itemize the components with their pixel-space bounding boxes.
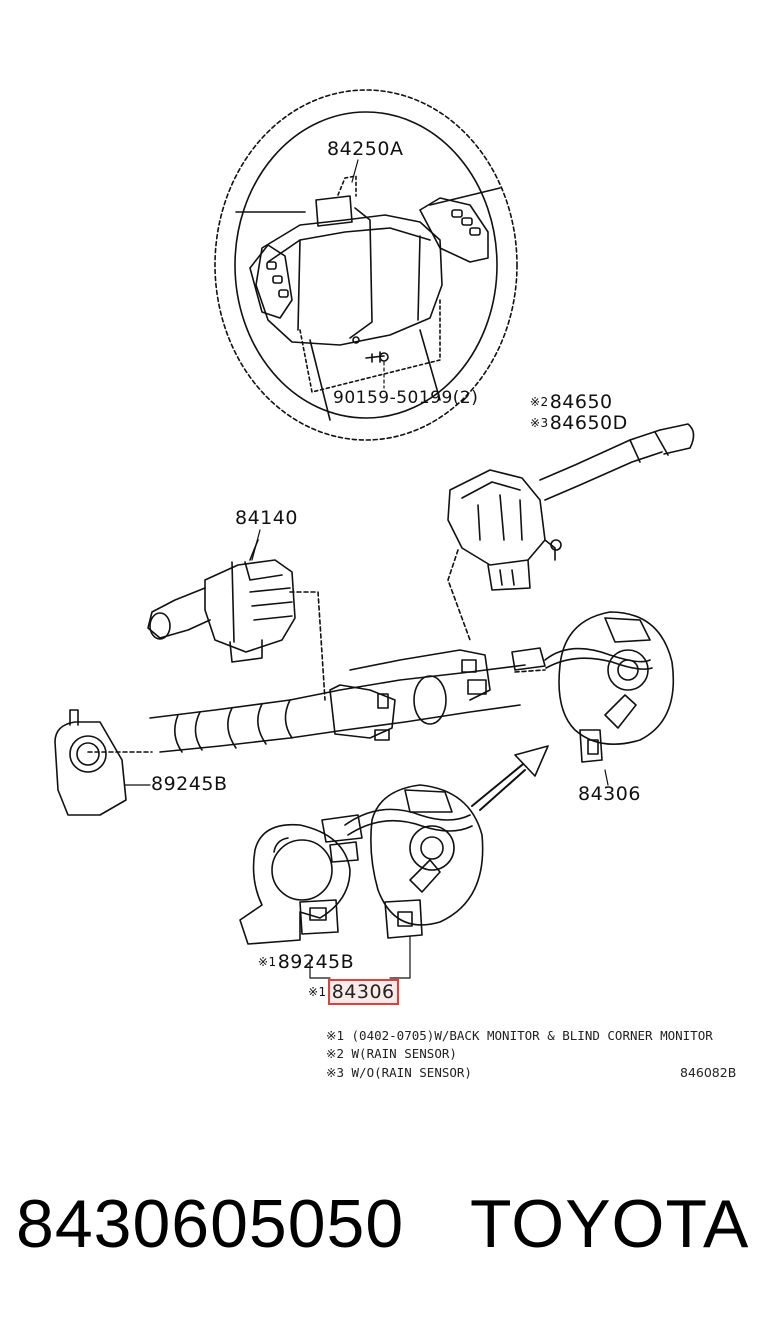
direction-arrow [471,745,549,811]
label-wiper-switch-2: 84650D [549,412,628,434]
label-spiral-cable: 84306 [578,783,641,805]
part-number: 8430605050 [16,1186,405,1262]
label-screw: 90159-50199(2) [333,388,479,408]
brand-name: TOYOTA [470,1186,750,1262]
steering-column-illustration [87,647,546,753]
footer-caption: 8430605050 TOYOTA [0,1190,760,1280]
label-wiper-switch-rain: ※284650 [530,393,613,412]
diagram-reference-code: 846082B [680,1065,737,1080]
label-leader-lines [124,159,609,786]
label-wiper-switch-1: 84650 [549,391,613,413]
label-cover: 89245B [151,773,228,795]
note-2: ※2 W(RAIN SENSOR) [326,1046,457,1061]
label-wiper-switch-norain: ※384650D [530,414,628,433]
note-1: ※1 (0402-0705)W/BACK MONITOR & BLIND COR… [326,1028,713,1043]
wiper-switch-illustration [447,423,695,641]
marker-1: ※1 [258,955,277,969]
label-alt-cover-group: ※189245B [258,953,354,972]
label-alt-cover: 89245B [277,951,355,973]
label-alt-spiral-cable-highlighted[interactable]: 84306 [327,979,399,1005]
alt-spiral-cable-illustration [309,784,484,979]
label-airbag: 84250A [327,138,404,160]
column-cover-illustration [54,709,127,816]
parts-diagram-drawing [54,89,695,979]
note-3: ※3 W/O(RAIN SENSOR) [326,1065,472,1080]
parts-diagram: 84250A 90159-50199(2) ※284650 ※384650D 8… [54,89,737,1080]
label-turn-switch: 84140 [235,507,298,529]
marker-3: ※3 [530,416,549,430]
alt-column-cover-illustration [239,823,351,945]
turn-signal-switch-illustration [147,539,326,701]
steering-wheel-illustration [214,89,518,441]
marker-1b: ※1 [308,985,327,999]
spiral-cable-illustration [544,611,675,763]
marker-2: ※2 [530,395,549,409]
